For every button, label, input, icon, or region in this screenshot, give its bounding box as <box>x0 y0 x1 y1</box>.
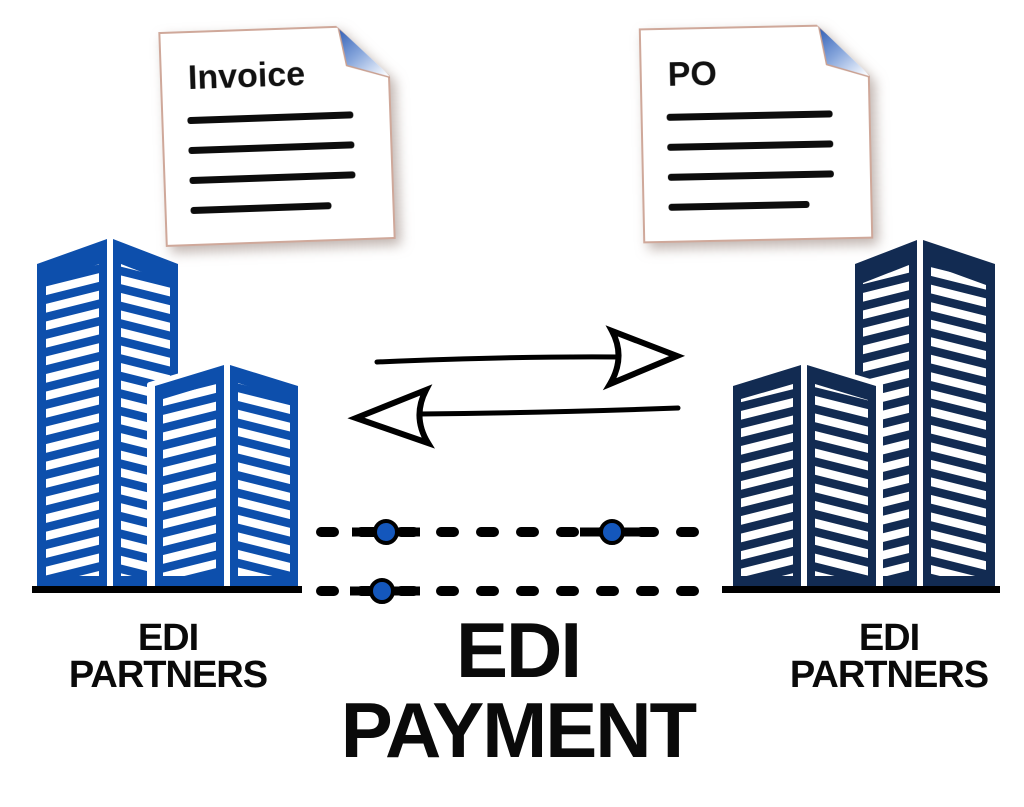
po-paper: PO <box>639 24 873 244</box>
dashed-connection-top <box>316 519 719 545</box>
label-line: EDI <box>858 617 920 659</box>
label-line: PARTNERS <box>789 654 989 696</box>
po-document-icon: PO <box>639 24 873 244</box>
circle-node-icon <box>369 578 395 604</box>
document-rule-line <box>190 202 331 214</box>
ground-line <box>722 586 1000 593</box>
label-line: EDI <box>455 606 582 694</box>
arrow-right-icon <box>374 325 686 391</box>
edi-payment-title: EDI PAYMENT <box>268 610 768 770</box>
invoice-paper: Invoice <box>158 24 395 247</box>
circle-node-icon <box>599 519 625 545</box>
building-windows <box>741 384 793 576</box>
po-document-title: PO <box>667 54 718 94</box>
building-windows <box>238 383 290 576</box>
invoice-document-icon: Invoice <box>158 24 395 247</box>
page-fold-icon <box>336 25 394 85</box>
document-rule-line <box>188 141 354 154</box>
document-rule-line <box>187 111 353 124</box>
arrow-left-icon <box>347 384 681 449</box>
page-fold-icon <box>817 25 874 84</box>
building-windows <box>163 383 216 576</box>
building-windows <box>815 384 868 576</box>
label-line: PAYMENT <box>340 686 697 774</box>
ground-line <box>32 586 302 593</box>
invoice-document-title: Invoice <box>187 54 306 98</box>
po-document-lines <box>667 110 835 233</box>
building-windows <box>931 265 986 576</box>
document-rule-line <box>667 110 833 120</box>
dashed-connection-bottom <box>316 578 719 604</box>
left-office-buildings-icon <box>32 239 305 593</box>
invoice-document-lines <box>187 111 357 237</box>
document-rule-line <box>189 171 355 184</box>
document-rule-line <box>668 170 834 180</box>
building-windows <box>46 264 99 576</box>
circle-node-icon <box>373 519 399 545</box>
document-rule-line <box>667 140 833 150</box>
right-edi-partners-label: EDI PARTNERS <box>764 617 1014 696</box>
left-edi-partners-label: EDI PARTNERS <box>43 617 293 696</box>
label-line: EDI <box>137 617 199 659</box>
label-line: PARTNERS <box>68 654 268 696</box>
right-office-buildings-icon <box>722 240 1000 593</box>
document-rule-line <box>668 201 809 211</box>
